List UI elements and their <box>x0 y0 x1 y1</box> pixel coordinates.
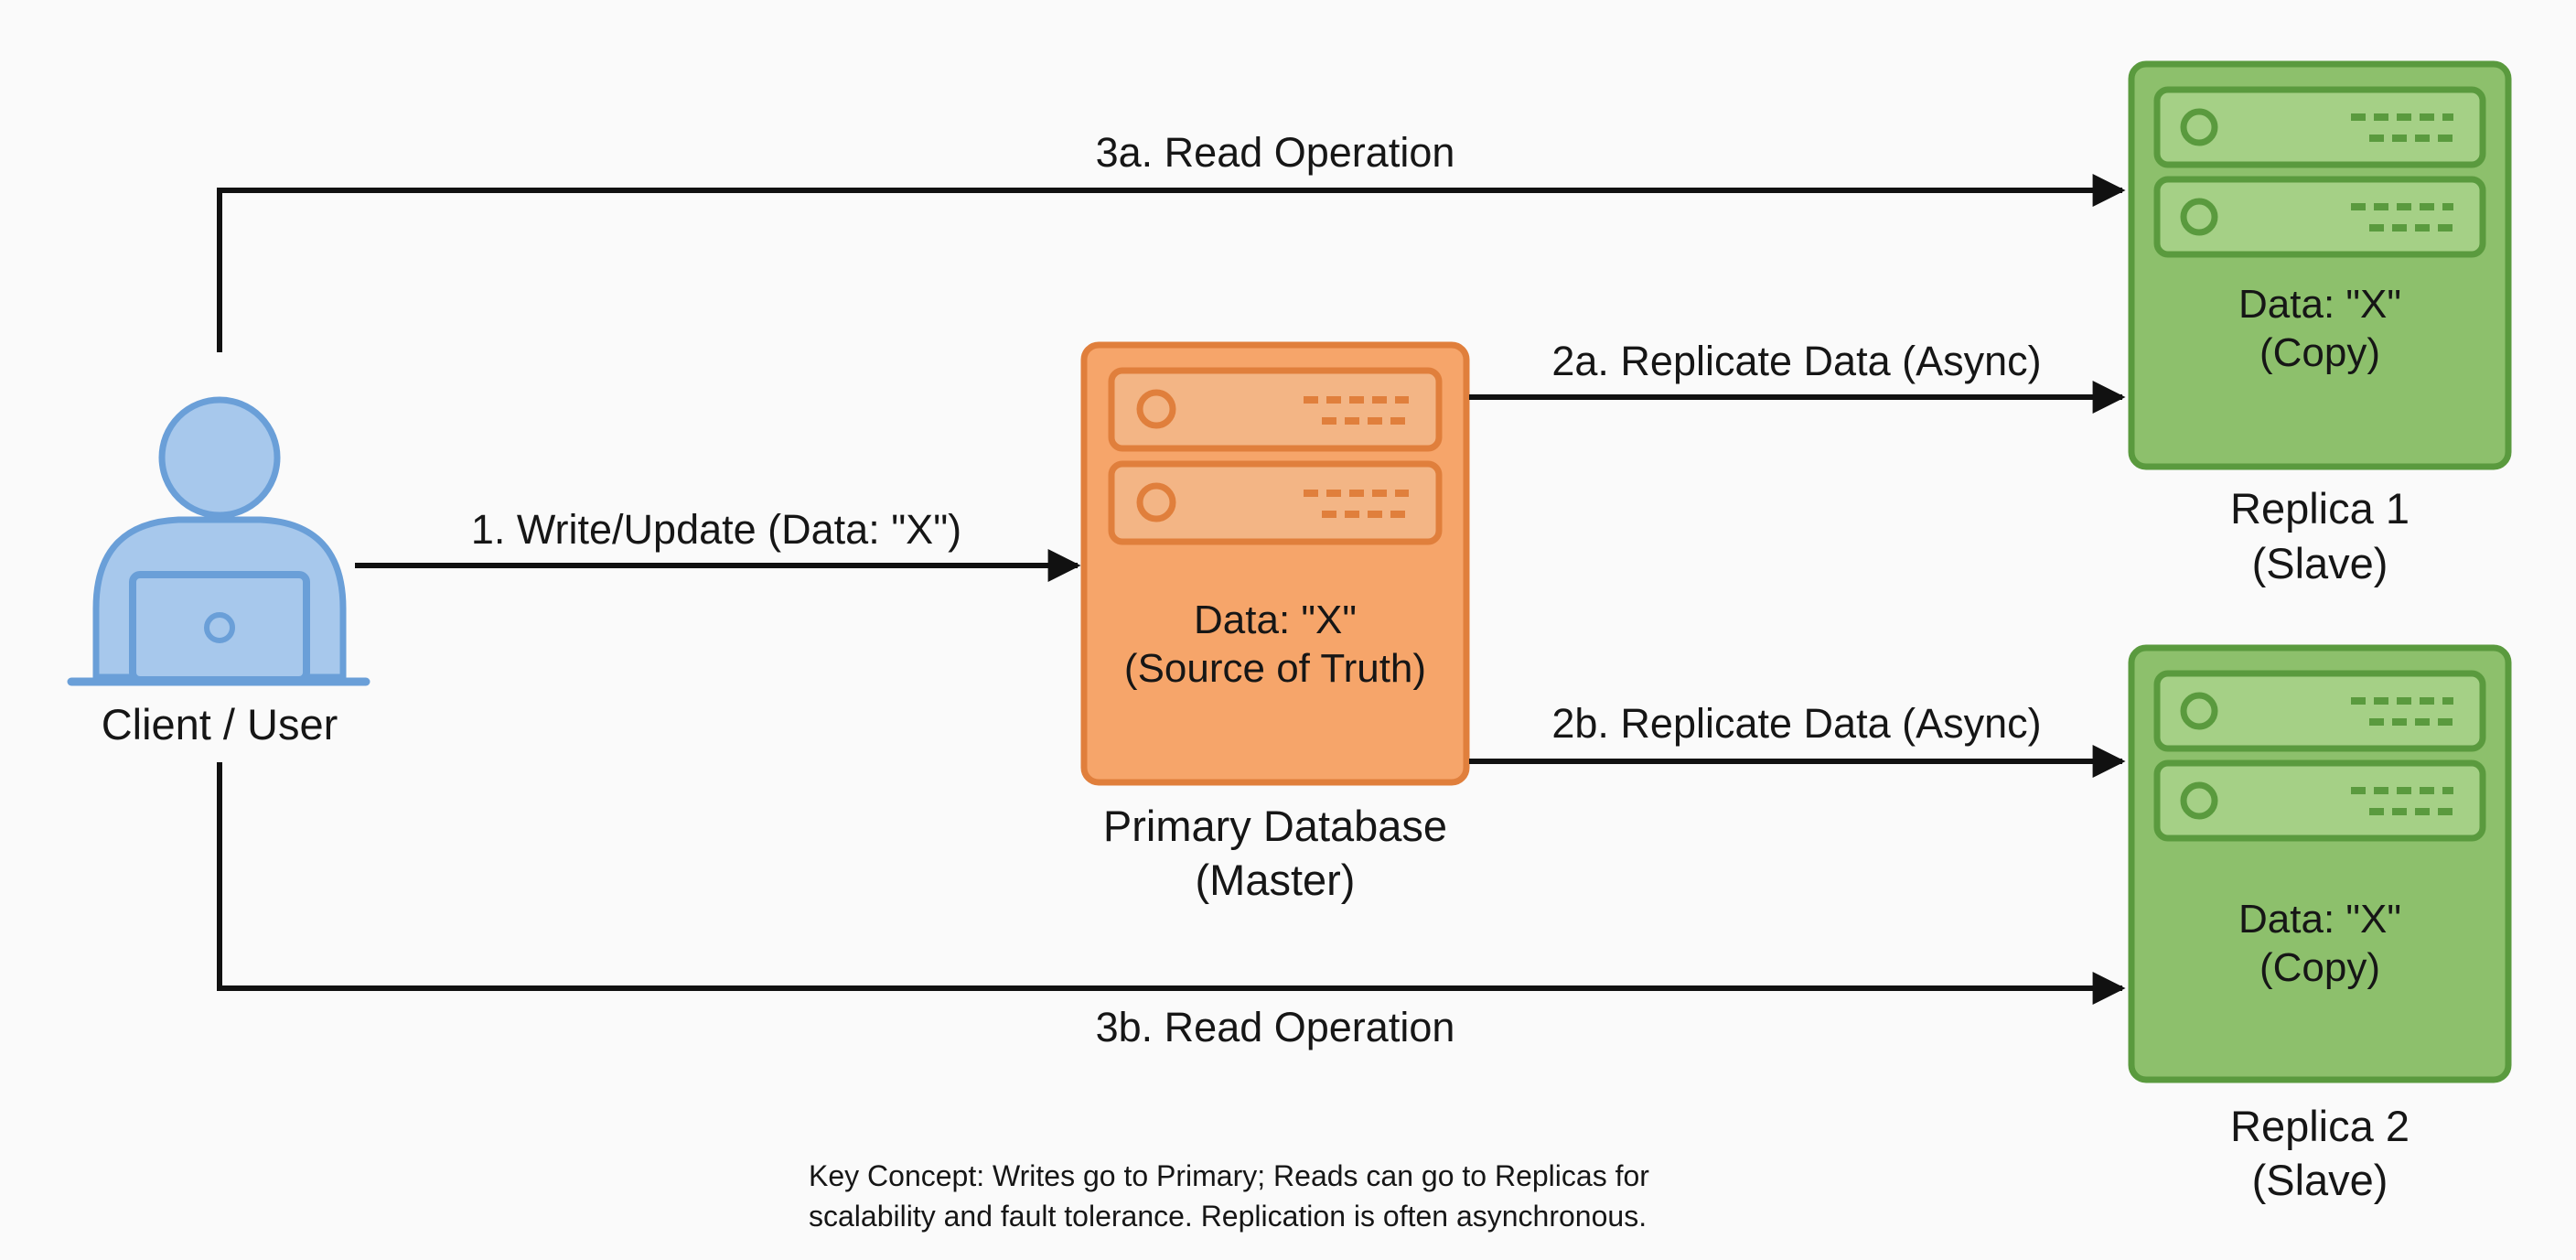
user-laptop-icon <box>67 396 370 686</box>
primary-role: (Master) <box>1196 856 1356 904</box>
arrow-read-a: 3a. Read Operation <box>217 129 2126 352</box>
server-icon <box>2153 670 2486 842</box>
replica-2-node: Data: "X" (Copy) Replica 2 (Slave) <box>2128 644 2512 1204</box>
replica-2-data-note: (Copy) <box>2259 945 2380 990</box>
primary-data-value: Data: "X" <box>1194 598 1357 642</box>
server-icon <box>1108 367 1443 545</box>
replica-1-data-note: (Copy) <box>2259 330 2380 375</box>
key-concept-note: Key Concept: Writes go to Primary; Reads… <box>809 1159 1649 1233</box>
primary-title: Primary Database <box>1103 802 1447 850</box>
replica-2-title: Replica 2 <box>2230 1102 2410 1150</box>
arrow-read-a-label: 3a. Read Operation <box>1096 129 1455 176</box>
client-node: Client / User <box>67 396 370 748</box>
arrow-write: 1. Write/Update (Data: "X") <box>355 506 1081 582</box>
arrow-replicate-b: 2b. Replicate Data (Async) <box>1469 700 2126 778</box>
arrow-replicate-a: 2a. Replicate Data (Async) <box>1469 338 2126 414</box>
key-concept-line-1: Key Concept: Writes go to Primary; Reads… <box>809 1159 1649 1192</box>
replica-1-data-value: Data: "X" <box>2238 282 2401 327</box>
arrow-write-label: 1. Write/Update (Data: "X") <box>471 506 961 553</box>
replica-1-role: (Slave) <box>2252 539 2388 587</box>
primary-server-body <box>1080 341 1470 786</box>
client-label: Client / User <box>102 700 338 748</box>
replica-1-node: Data: "X" (Copy) Replica 1 (Slave) <box>2128 60 2512 587</box>
arrow-replicate-b-label: 2b. Replicate Data (Async) <box>1551 700 2041 747</box>
arrow-read-b-label: 3b. Read Operation <box>1096 1004 1455 1050</box>
replica-2-role: (Slave) <box>2252 1156 2388 1204</box>
replica-1-title: Replica 1 <box>2230 484 2410 533</box>
replica-2-server-body <box>2128 644 2512 1083</box>
key-concept-line-2: scalability and fault tolerance. Replica… <box>809 1200 1647 1233</box>
server-icon <box>2153 86 2486 258</box>
primary-data-note: (Source of Truth) <box>1124 646 1426 691</box>
primary-database-node: Data: "X" (Source of Truth) Primary Data… <box>1080 341 1470 904</box>
replica-2-data-value: Data: "X" <box>2238 897 2401 942</box>
arrow-read-b: 3b. Read Operation <box>217 762 2126 1050</box>
arrow-replicate-a-label: 2a. Replicate Data (Async) <box>1551 338 2041 384</box>
